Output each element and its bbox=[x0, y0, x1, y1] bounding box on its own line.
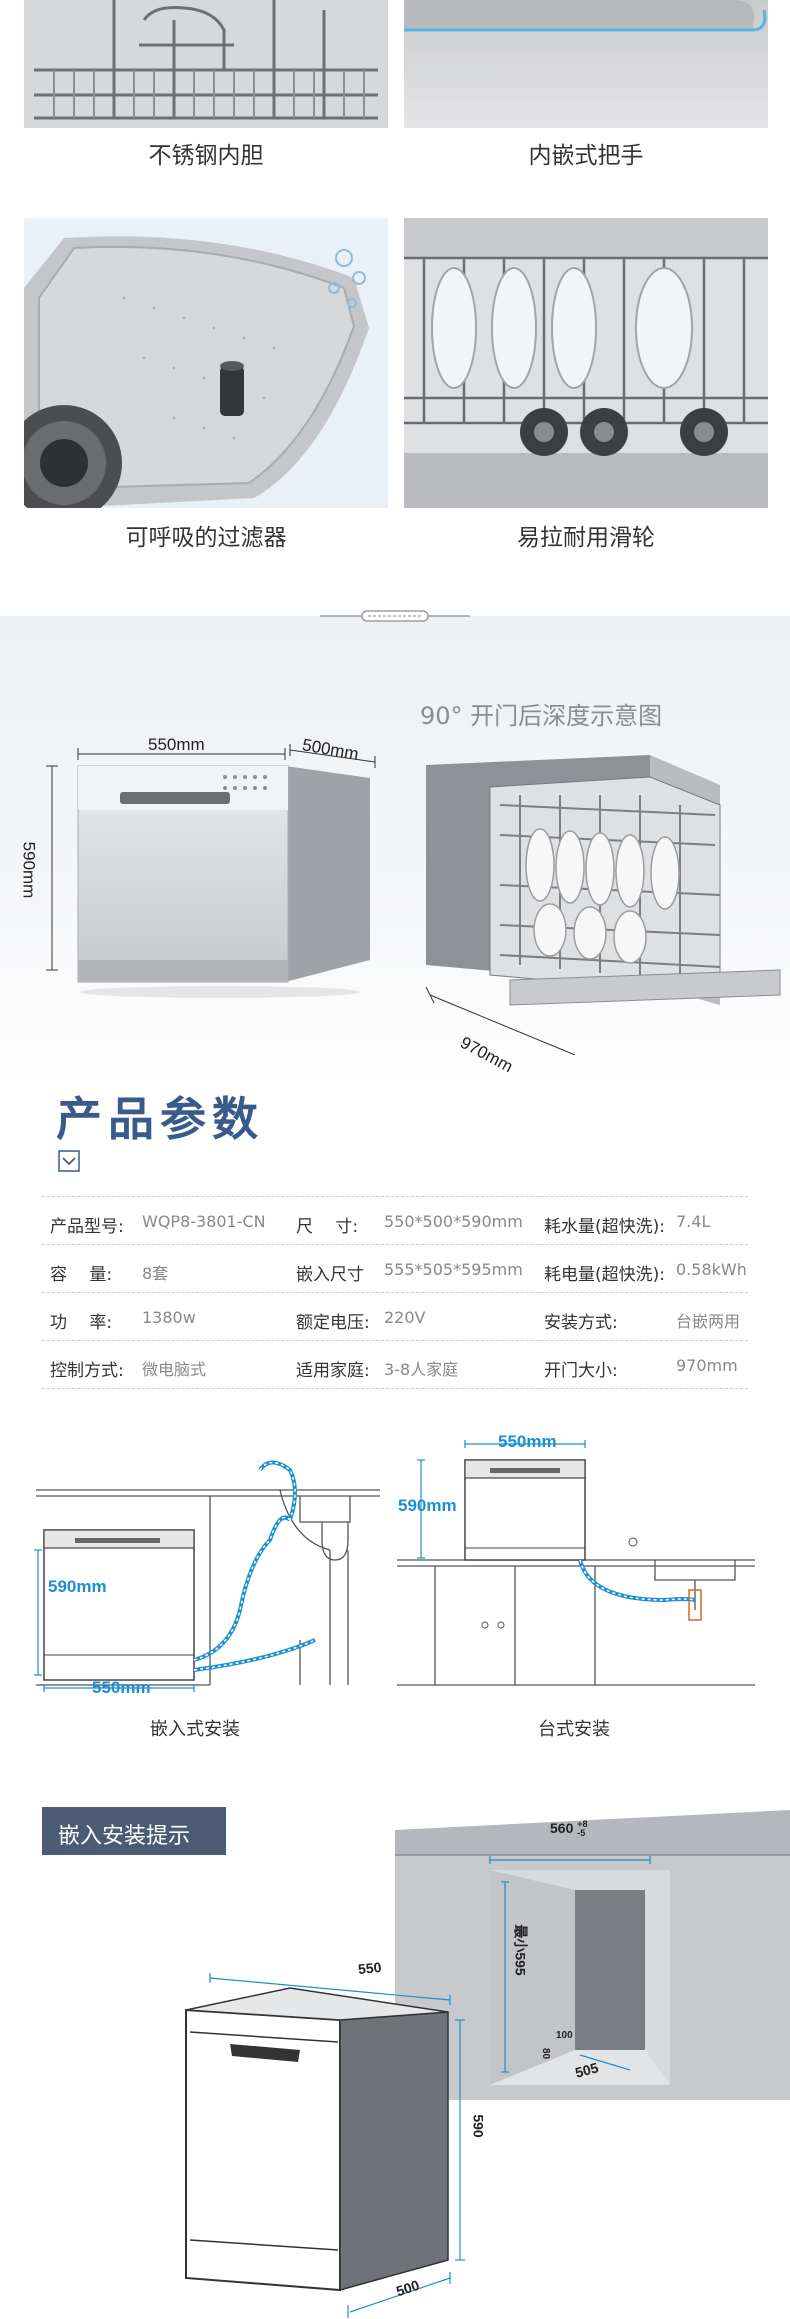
install-tips-title: 嵌入安装提示 bbox=[58, 1824, 191, 1849]
feature-photo-stainless-liner bbox=[24, 0, 388, 128]
cabinet-small-b-label: 80 bbox=[540, 2047, 552, 2060]
cabinet-recess-diagram bbox=[395, 1810, 790, 2100]
param-label: 功 率: bbox=[50, 1313, 113, 1333]
embedded-width-label: 550mm bbox=[92, 1678, 151, 1697]
cabinet-width-value: 560 bbox=[550, 1820, 574, 1836]
param-label: 产品型号: bbox=[50, 1217, 124, 1237]
cabinet-width-label: 560 +8 -5 bbox=[550, 1820, 588, 1838]
counter-height-label: 590mm bbox=[398, 1496, 457, 1515]
param-value: 1380w bbox=[142, 1308, 196, 1327]
machine-dimension-diagram bbox=[185, 1973, 465, 2318]
params-row: 控制方式: 微电脑式 适用家庭: 3-8人家庭 开门大小: 970mm bbox=[42, 1341, 748, 1389]
param-value: 8套 bbox=[142, 1264, 169, 1283]
feature-photo-filter bbox=[24, 218, 388, 508]
param-value: 3-8人家庭 bbox=[384, 1360, 459, 1379]
param-value: 台嵌两用 bbox=[676, 1312, 741, 1331]
params-row: 容 量: 8套 嵌入尺寸 555*505*595mm 耗电量(超快洗): 0.5… bbox=[42, 1245, 748, 1293]
front-width-label: 550mm bbox=[148, 735, 205, 754]
param-label: 安装方式: bbox=[544, 1313, 618, 1333]
dishwasher-front-image bbox=[77, 765, 370, 998]
param-value: 555*505*595mm bbox=[384, 1260, 523, 1279]
param-label: 控制方式: bbox=[50, 1361, 124, 1381]
cabinet-width-tol-plus: +8 bbox=[577, 1819, 588, 1830]
front-dimension-lines bbox=[46, 744, 376, 971]
embedded-install-caption: 嵌入式安装 bbox=[150, 1719, 240, 1740]
param-value: 7.4L bbox=[676, 1212, 711, 1231]
param-label: 嵌入尺寸 bbox=[296, 1265, 364, 1285]
counter-install-caption: 台式安装 bbox=[538, 1719, 610, 1740]
param-label: 容 量: bbox=[50, 1265, 113, 1285]
cabinet-height-label: 最小595 bbox=[512, 1924, 529, 1976]
counter-install-diagram bbox=[397, 1440, 755, 1686]
params-row: 功 率: 1380w 额定电压: 220V 安装方式: 台嵌两用 bbox=[42, 1293, 748, 1341]
param-label: 耗电量(超快洗): bbox=[544, 1265, 665, 1285]
feature-caption-recessed-handle: 内嵌式把手 bbox=[528, 143, 644, 169]
param-label: 开门大小: bbox=[544, 1361, 618, 1381]
params-row: 产品型号: WQP8-3801-CN 尺 寸: 550*500*590mm 耗水… bbox=[42, 1197, 748, 1245]
front-height-label: 590mm bbox=[19, 841, 39, 899]
counter-width-label: 550mm bbox=[498, 1432, 557, 1451]
param-value: 550*500*590mm bbox=[384, 1212, 523, 1231]
embedded-install-diagram bbox=[34, 1460, 380, 1692]
param-label: 适用家庭: bbox=[296, 1361, 370, 1381]
install-tips-banner bbox=[42, 1807, 226, 1855]
section-divider bbox=[320, 610, 470, 622]
feature-caption-wheels: 易拉耐用滑轮 bbox=[517, 525, 655, 551]
machine-height-label: 590 bbox=[470, 2114, 487, 2138]
params-top-rule bbox=[42, 1196, 748, 1197]
param-value: WQP8-3801-CN bbox=[142, 1212, 266, 1231]
param-label: 额定电压: bbox=[296, 1313, 370, 1333]
embedded-height-label: 590mm bbox=[48, 1577, 107, 1596]
param-value: 970mm bbox=[676, 1356, 738, 1375]
open-door-title: 90° 开门后深度示意图 bbox=[420, 702, 663, 730]
chevron-down-icon bbox=[58, 1150, 80, 1172]
param-value: 微电脑式 bbox=[142, 1360, 207, 1379]
dishwasher-open-image bbox=[425, 755, 781, 1055]
feature-caption-filter: 可呼吸的过滤器 bbox=[125, 525, 287, 551]
feature-photo-wheels bbox=[404, 218, 768, 508]
feature-photo-recessed-handle bbox=[404, 0, 768, 128]
param-value: 220V bbox=[384, 1308, 426, 1327]
feature-caption-stainless-liner: 不锈钢内胆 bbox=[148, 143, 264, 169]
machine-width-label: 550 bbox=[357, 1959, 383, 1977]
param-label: 耗水量(超快洗): bbox=[544, 1217, 665, 1237]
param-label: 尺 寸: bbox=[296, 1217, 359, 1237]
cabinet-small-a-label: 100 bbox=[556, 2030, 573, 2041]
cabinet-width-tol-minus: -5 bbox=[577, 1828, 586, 1839]
params-title: 产品参数 bbox=[56, 1092, 264, 1146]
param-value: 0.58kWh bbox=[676, 1260, 747, 1279]
